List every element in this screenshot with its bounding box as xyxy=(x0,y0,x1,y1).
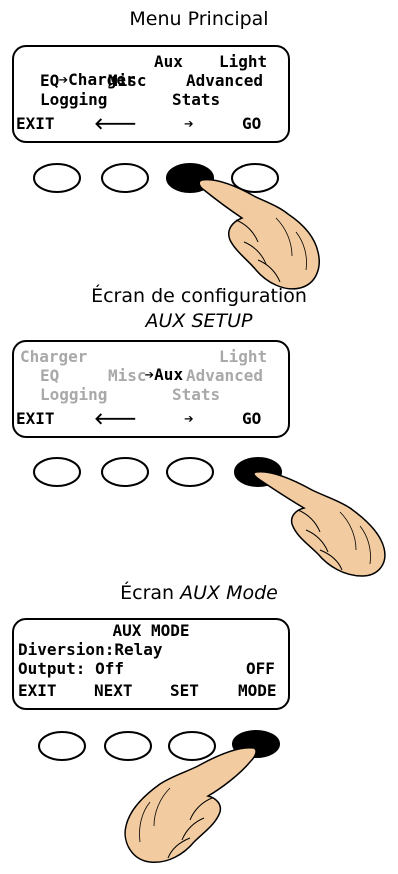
panel1-button-1[interactable] xyxy=(33,163,81,193)
panel2-heading: Écran de configuration xyxy=(91,285,307,307)
softkey-label-exit: EXIT xyxy=(16,409,55,428)
panel3-button-2[interactable] xyxy=(104,731,152,761)
panel2-button-1[interactable] xyxy=(33,457,81,487)
menu-item-advanced: Advanced xyxy=(186,71,264,90)
menu-item-aux: Aux xyxy=(154,365,184,384)
panel1-row1: ➔Charger xyxy=(20,53,136,107)
panel1-lcd-screen: ➔Charger Aux Light EQ Misc Advanced Logg… xyxy=(12,45,290,143)
menu-item-misc: Misc xyxy=(108,366,147,385)
panel3-lcd-screen: AUX MODE Diversion:Relay Output: Off OFF… xyxy=(12,618,290,710)
softkey-label-go: GO xyxy=(242,409,262,428)
softkey-label-mode: MODE xyxy=(238,681,277,700)
menu-item-light: Light xyxy=(219,52,268,71)
softkey-right-arrow-icon: ➔ xyxy=(184,114,194,133)
panel1-button-4[interactable] xyxy=(231,163,279,193)
softkey-label-next: NEXT xyxy=(94,681,133,700)
mode-value: OFF xyxy=(246,659,275,678)
panel2-pointing-hand-icon xyxy=(253,471,386,577)
panel1-button-2[interactable] xyxy=(101,163,149,193)
panel1-heading: Menu Principal xyxy=(129,8,269,30)
panel3-button-1[interactable] xyxy=(38,731,86,761)
panel2-button-3[interactable] xyxy=(166,457,214,487)
panel2-lcd-screen: Charger ➔Aux Light EQ Misc Advanced Logg… xyxy=(12,340,290,438)
menu-item-light: Light xyxy=(219,347,268,366)
menu-item-eq: EQ xyxy=(40,366,60,385)
selection-arrow-icon: ➔ xyxy=(144,365,155,384)
softkey-right-arrow-icon: ➔ xyxy=(184,409,194,428)
output-status-line: Output: Off xyxy=(18,659,124,678)
menu-item-logging: Logging xyxy=(40,385,108,404)
panel3-heading: Écran AUX Mode xyxy=(120,582,278,604)
softkey-left-arrow-icon: 🡐 xyxy=(94,114,137,133)
panel3-button-row xyxy=(38,730,280,761)
menu-item-stats: Stats xyxy=(172,385,221,404)
panel1-button-row xyxy=(33,163,279,193)
menu-item-charger: Charger xyxy=(68,70,136,89)
menu-item-advanced: Advanced xyxy=(186,366,264,385)
softkey-label-go: GO xyxy=(242,114,262,133)
panel2-subheading: AUX SETUP xyxy=(145,310,253,332)
aux-mode-title: AUX MODE xyxy=(112,621,190,640)
panel3-pointing-hand-icon xyxy=(124,747,257,863)
menu-item-stats: Stats xyxy=(172,90,221,109)
panel3-button-3[interactable] xyxy=(168,731,216,761)
softkey-label-exit: EXIT xyxy=(18,681,57,700)
menu-item-eq: EQ xyxy=(40,71,60,90)
selection-arrow-icon: ➔ xyxy=(58,70,69,89)
diversion-relay-line: Diversion:Relay xyxy=(18,640,163,659)
menu-item-aux: Aux xyxy=(154,52,183,71)
menu-item-charger: Charger xyxy=(20,347,88,366)
panel2-button-2[interactable] xyxy=(101,457,149,487)
menu-item-misc: Misc xyxy=(108,71,147,90)
softkey-label-set: SET xyxy=(170,681,199,700)
panel1-pointing-hand-icon xyxy=(198,178,320,290)
menu-item-logging: Logging xyxy=(40,90,108,109)
softkey-label-exit: EXIT xyxy=(16,114,55,133)
softkey-left-arrow-icon: 🡐 xyxy=(94,409,137,428)
panel2-row1-selected: ➔Aux xyxy=(106,348,184,402)
